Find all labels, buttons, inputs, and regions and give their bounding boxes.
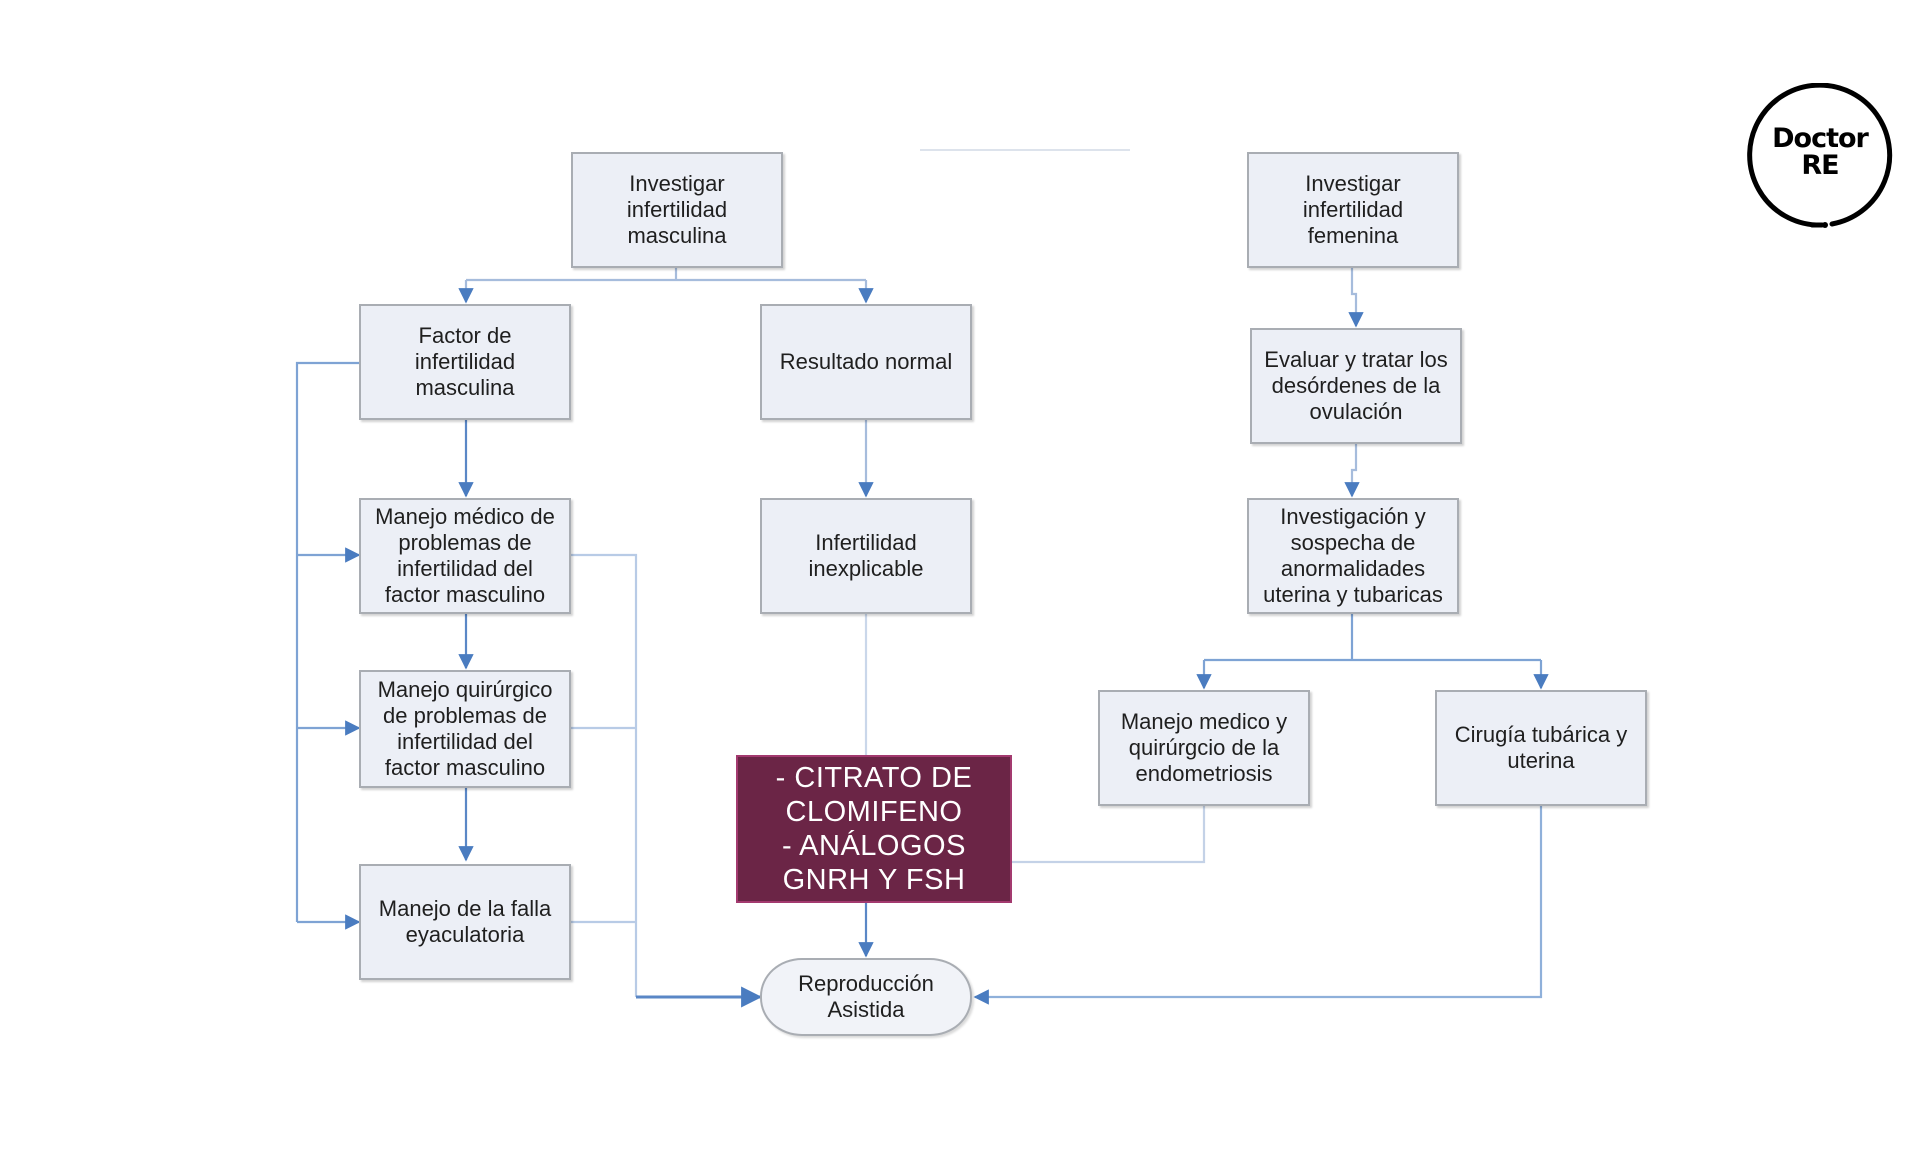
node-investigacion-uterina-label: Investigación y sospecha de anormalidade… [1263,504,1443,607]
connector-female-split [1204,614,1541,662]
arrow-femenina-to-ovulacion [1348,268,1364,328]
node-evaluar-ovulacion-label: Evaluar y tratar los desórdenes de la ov… [1264,347,1448,424]
node-reproduccion-asistida-label: Reproducción Asistida [798,971,934,1022]
node-manejo-endometriosis-label: Manejo medico y quirúrgcio de la endomet… [1120,709,1288,786]
node-investigar-masculina-label: Investigar infertilidad masculina [626,171,728,248]
node-infertilidad-inexplicable: Infertilidad inexplicable [760,498,972,614]
node-evaluar-ovulacion: Evaluar y tratar los desórdenes de la ov… [1250,328,1462,444]
node-manejo-quirurgico: Manejo quirúrgico de problemas de infert… [359,670,571,788]
node-resultado-normal-label: Resultado normal [779,349,953,374]
node-investigar-masculina: Investigar infertilidad masculina [571,152,783,268]
node-factor-masculina: Factor de infertilidad masculina [359,304,571,420]
doctor-re-logo: Doctor RE [1746,82,1894,231]
arrow-ovulacion-to-investigacion [1344,444,1360,498]
connector-male-split [466,268,866,282]
line-endometriosis-to-tratamiento [1012,806,1206,864]
logo-text: Doctor RE [1772,123,1869,181]
node-tratamiento-highlight: - CITRATO DE CLOMIFENO - ANÁLOGOS GNRH Y… [736,755,1012,903]
node-reproduccion-asistida: Reproducción Asistida [760,958,972,1036]
right-bus-male [571,553,638,997]
node-manejo-medico: Manejo médico de problemas de infertilid… [359,498,571,614]
node-investigar-femenina-label: Investigar infertilidad femenina [1302,171,1404,248]
node-manejo-medico-label: Manejo médico de problemas de infertilid… [375,504,555,607]
node-manejo-quirurgico-label: Manejo quirúrgico de problemas de infert… [377,677,553,780]
node-factor-masculina-label: Factor de infertilidad masculina [414,323,516,400]
node-cirugia-tubarica: Cirugía tubárica y uterina [1435,690,1647,806]
node-investigacion-uterina: Investigación y sospecha de anormalidade… [1247,498,1459,614]
node-investigar-femenina: Investigar infertilidad femenina [1247,152,1459,268]
node-manejo-falla: Manejo de la falla eyaculatoria [359,864,571,980]
node-infertilidad-inexplicable-label: Infertilidad inexplicable [808,530,924,581]
left-bus [295,361,359,922]
node-manejo-endometriosis: Manejo medico y quirúrgcio de la endomet… [1098,690,1310,806]
node-manejo-falla-label: Manejo de la falla eyaculatoria [378,896,552,947]
node-cirugia-tubarica-label: Cirugía tubárica y uterina [1454,722,1628,773]
logo-ring-icon [1747,82,1893,228]
node-tratamiento-label: - CITRATO DE CLOMIFENO - ANÁLOGOS GNRH Y… [775,762,973,896]
arrow-cirugia-to-reproduccion [973,806,1543,1005]
node-resultado-normal: Resultado normal [760,304,972,420]
